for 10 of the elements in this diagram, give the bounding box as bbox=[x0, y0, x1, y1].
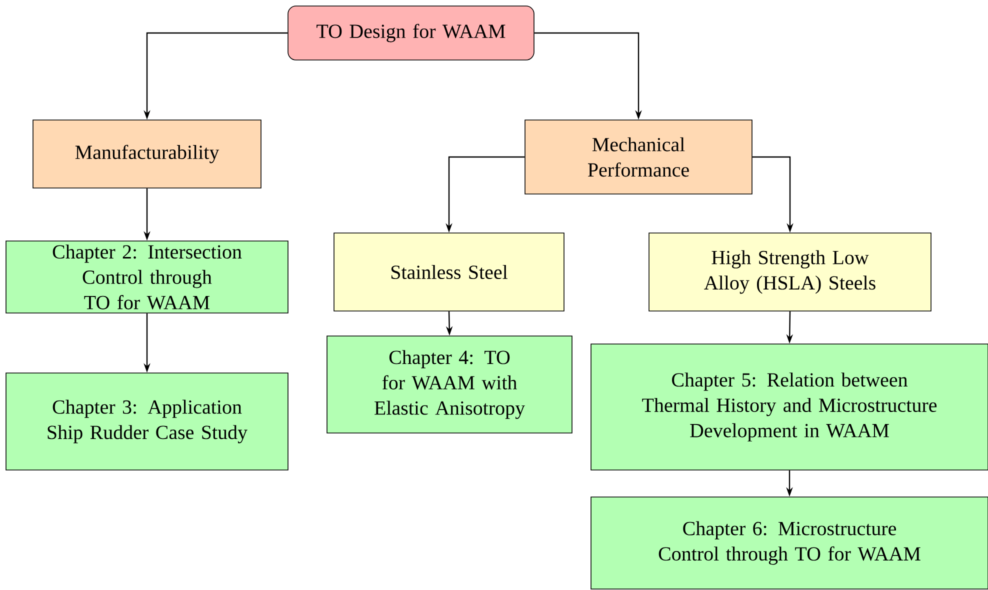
material-box: High Strength Low Alloy (HSLA) Steels bbox=[648, 232, 932, 312]
chapter-box: Chapter 3: Application Ship Rudder Case Study bbox=[6, 372, 288, 470]
category-box: Mechanical Performance bbox=[524, 120, 752, 194]
chapter-box: Chapter 5: Relation between Thermal History and Microstructure Development in WAAM bbox=[590, 344, 988, 470]
chapter-box: Chapter 4: TO for WAAM with Elastic Anisotropy bbox=[326, 336, 572, 434]
chapter-box: Chapter 6: Microstructure Control through TO for WAAM bbox=[590, 496, 988, 590]
chapter-box: Chapter 2: Intersection Control through TO for WAAM bbox=[6, 240, 288, 314]
category-box: Manufacturability bbox=[32, 120, 262, 188]
material-box: Stainless Steel bbox=[334, 232, 564, 312]
topic-box: TO Design for WAAM bbox=[288, 6, 534, 60]
